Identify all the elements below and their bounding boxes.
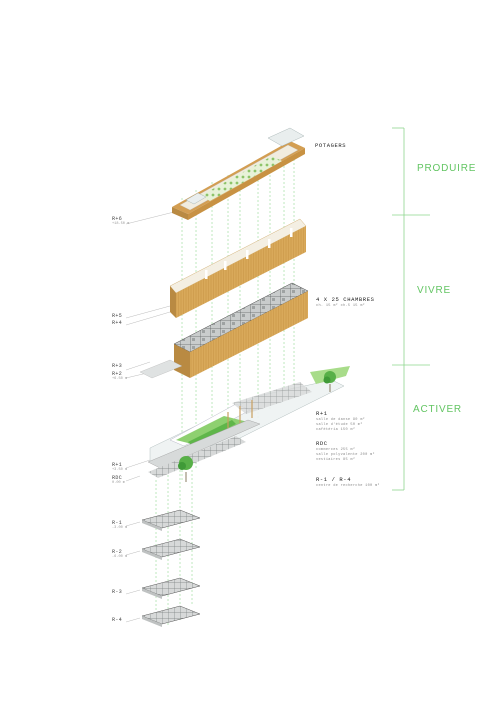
level-r1: R+1 [112, 462, 123, 468]
roof-potagers-volume [172, 127, 305, 220]
level-r-1: R-1 [112, 520, 123, 526]
activity-levels-volume [147, 366, 350, 482]
slab-r-3 [141, 577, 201, 599]
slab-r-1 [141, 509, 201, 531]
level-r4: R+4 [112, 320, 123, 326]
r1-program-line: salle d'étude 50 m² [316, 423, 363, 427]
phase-label-produire: PRODUIRE [417, 163, 477, 174]
level-r1-elevation: +3.50 m [112, 468, 128, 472]
phase-label-activer: ACTIVER [413, 404, 462, 415]
housing-volume [169, 218, 307, 318]
rdc-program-line: vestiaires 85 m² [316, 458, 356, 462]
r1r4-program-title: R-1 / R-4 [316, 476, 352, 483]
phase-label-vivre: VIVRE [417, 285, 452, 296]
tree-icon [178, 456, 193, 482]
slab-r-4 [141, 605, 201, 627]
level-r-1-elevation: -3.00 m [112, 526, 128, 530]
level-r-2: R-2 [112, 549, 123, 555]
level-r-3: R-3 [112, 589, 123, 595]
level-leaders [125, 209, 183, 623]
level-r5: R+5 [112, 313, 123, 319]
slab-r-2 [141, 538, 201, 560]
level-r-4: R-4 [112, 617, 123, 623]
basement-slabs [141, 509, 201, 627]
rooms-floor-volume [139, 282, 309, 379]
potagers-label: POTAGERS [315, 142, 347, 149]
chambres-label: 4 X 25 CHAMBRES [316, 296, 375, 303]
tree-icon [323, 371, 336, 392]
r1-program-title: R+1 [316, 410, 328, 417]
r1-program-line: cafétéria 150 m² [316, 428, 356, 432]
r1r4-program-line: centre de recherche 100 m² [316, 484, 380, 488]
chambres-note: ch. 15 m² ch.5 15 m² [316, 304, 366, 308]
phase-bracket [392, 127, 430, 491]
level-r6-elevation: +18.50 m [112, 222, 130, 226]
rdc-program-title: RDC [316, 440, 328, 447]
level-r3: R+3 [112, 363, 123, 369]
level-rdc-elevation: 0.00 m [112, 481, 125, 485]
projection-lines [155, 143, 295, 625]
level-rdc: RDC [112, 475, 123, 481]
rdc-program-line: commerces 255 m² [316, 448, 356, 452]
rdc-program-line: salle polyvalente 200 m² [316, 453, 375, 457]
level-r2: R+2 [112, 371, 123, 377]
level-r2-elevation: +6.50 m [112, 377, 128, 381]
r1-program-line: salle de danse 90 m² [316, 418, 366, 422]
level-r6: R+6 [112, 216, 123, 222]
level-r-2-elevation: -6.00 m [112, 555, 128, 559]
